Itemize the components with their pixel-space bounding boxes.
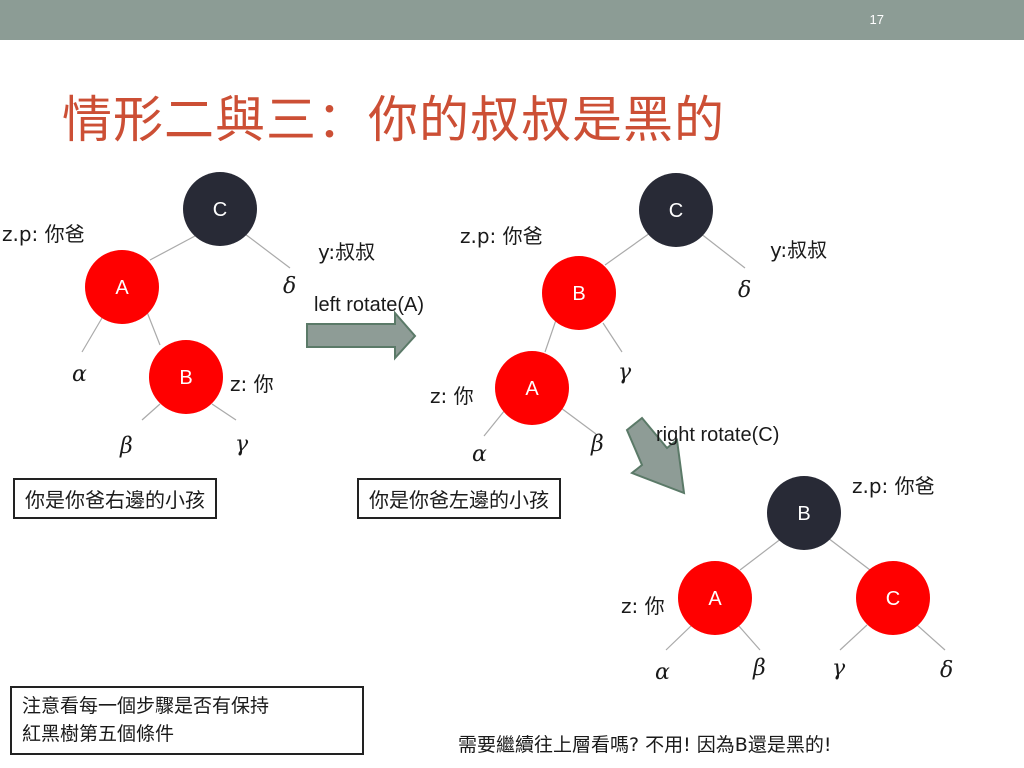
greek-t2-alpha: 𝛼 [472,442,487,467]
edge-t1-C-delta [244,233,291,269]
node-label-t1-A: A [115,277,129,299]
edge-t3-C-delta [916,624,946,651]
slide-title: 情形二與三：你的叔叔是黑的 [62,91,725,149]
edge-t1-C-A [149,235,196,261]
tree-nodes [85,172,930,635]
greek-t1-beta: 𝛽 [120,434,133,459]
edge-t1-B-beta [141,403,161,421]
edge-t3-B-A [739,537,783,571]
edge-t1-B-gamma [211,403,237,421]
edge-t2-A-alpha [483,409,506,437]
node-t1-C [183,172,257,246]
node-label-t3-C: C [886,588,900,610]
edge-t2-A-beta [560,407,597,435]
label-left-rotate: left rotate(A) [314,294,425,316]
edge-t3-A-alpha [665,624,693,651]
node-label-t2-A: A [525,378,539,400]
note-fifth-rule-box: 注意看每一個步驟是否有保持 紅黑樹第五個條件 [10,686,364,756]
label-t1-parent: z.p: 你爸 [2,222,85,246]
node-t1-A [85,250,159,324]
greek-t2-beta: 𝛽 [591,432,604,457]
label-t3-z: z: 你 [621,594,665,618]
edge-t1-A-alpha [81,317,103,353]
note-line-1: 注意看每一個步驟是否有保持 [22,695,270,717]
greek-t1-delta: 𝛿 [283,274,297,299]
note-line-2: 紅黑樹第五個條件 [22,722,175,745]
node-t3-A [678,561,752,635]
greek-t1-gamma: 𝛾 [235,432,249,457]
edge-t2-C-delta [699,232,746,269]
edge-t3-B-C [827,537,871,571]
edge-t3-A-beta [737,624,761,651]
node-label-t3-B: B [797,503,810,525]
label-t3-parent: z.p: 你爸 [852,474,935,498]
edge-t1-A-B [146,311,161,346]
label-t1-z: z: 你 [230,372,274,396]
greek-t2-delta: 𝛿 [738,278,752,303]
node-label-t1-C: C [213,199,227,221]
note-left-child-box: 你是你爸左邊的小孩 [357,478,561,519]
tree-edges [81,232,946,651]
label-t2-uncle: y:叔叔 [770,238,828,262]
node-t2-B [542,256,616,330]
greek-t3-beta: 𝛽 [753,656,766,681]
bottom-note: 需要繼續往上層看嗎? 不用! 因為B還是黑的! [458,734,832,756]
label-t2-parent: z.p: 你爸 [460,224,543,248]
label-t1-uncle: y:叔叔 [318,240,376,264]
node-t2-A [495,351,569,425]
edge-t2-B-gamma [602,322,623,353]
right-rotate-arrow [625,416,686,495]
edge-t2-C-B [604,232,651,266]
note-right-child-box: 你是你爸右邊的小孩 [13,478,217,519]
greek-t3-gamma: 𝛾 [832,656,846,681]
greek-t3-alpha: 𝛼 [655,660,670,685]
top-bar: 17 [0,0,1024,40]
edge-t2-B-A [544,319,557,353]
node-t3-B [767,476,841,550]
label-right-rotate: right rotate(C) [656,424,780,446]
node-label-t2-B: B [572,283,585,305]
node-label-t1-B: B [179,367,192,389]
edge-t3-C-gamma [839,624,868,651]
label-t2-z: z: 你 [430,384,474,408]
page-number: 17 [869,12,884,27]
node-t3-C [856,561,930,635]
node-t1-B [149,340,223,414]
left-rotate-arrow [306,310,417,361]
greek-t2-gamma: 𝛾 [618,360,632,385]
node-t2-C [639,173,713,247]
node-label-t3-A: A [708,588,722,610]
greek-t1-alpha: 𝛼 [72,362,87,387]
node-label-t2-C: C [669,200,683,222]
node-labels: C A B C B A B A C [115,199,900,610]
greek-t3-delta: 𝛿 [940,658,954,683]
